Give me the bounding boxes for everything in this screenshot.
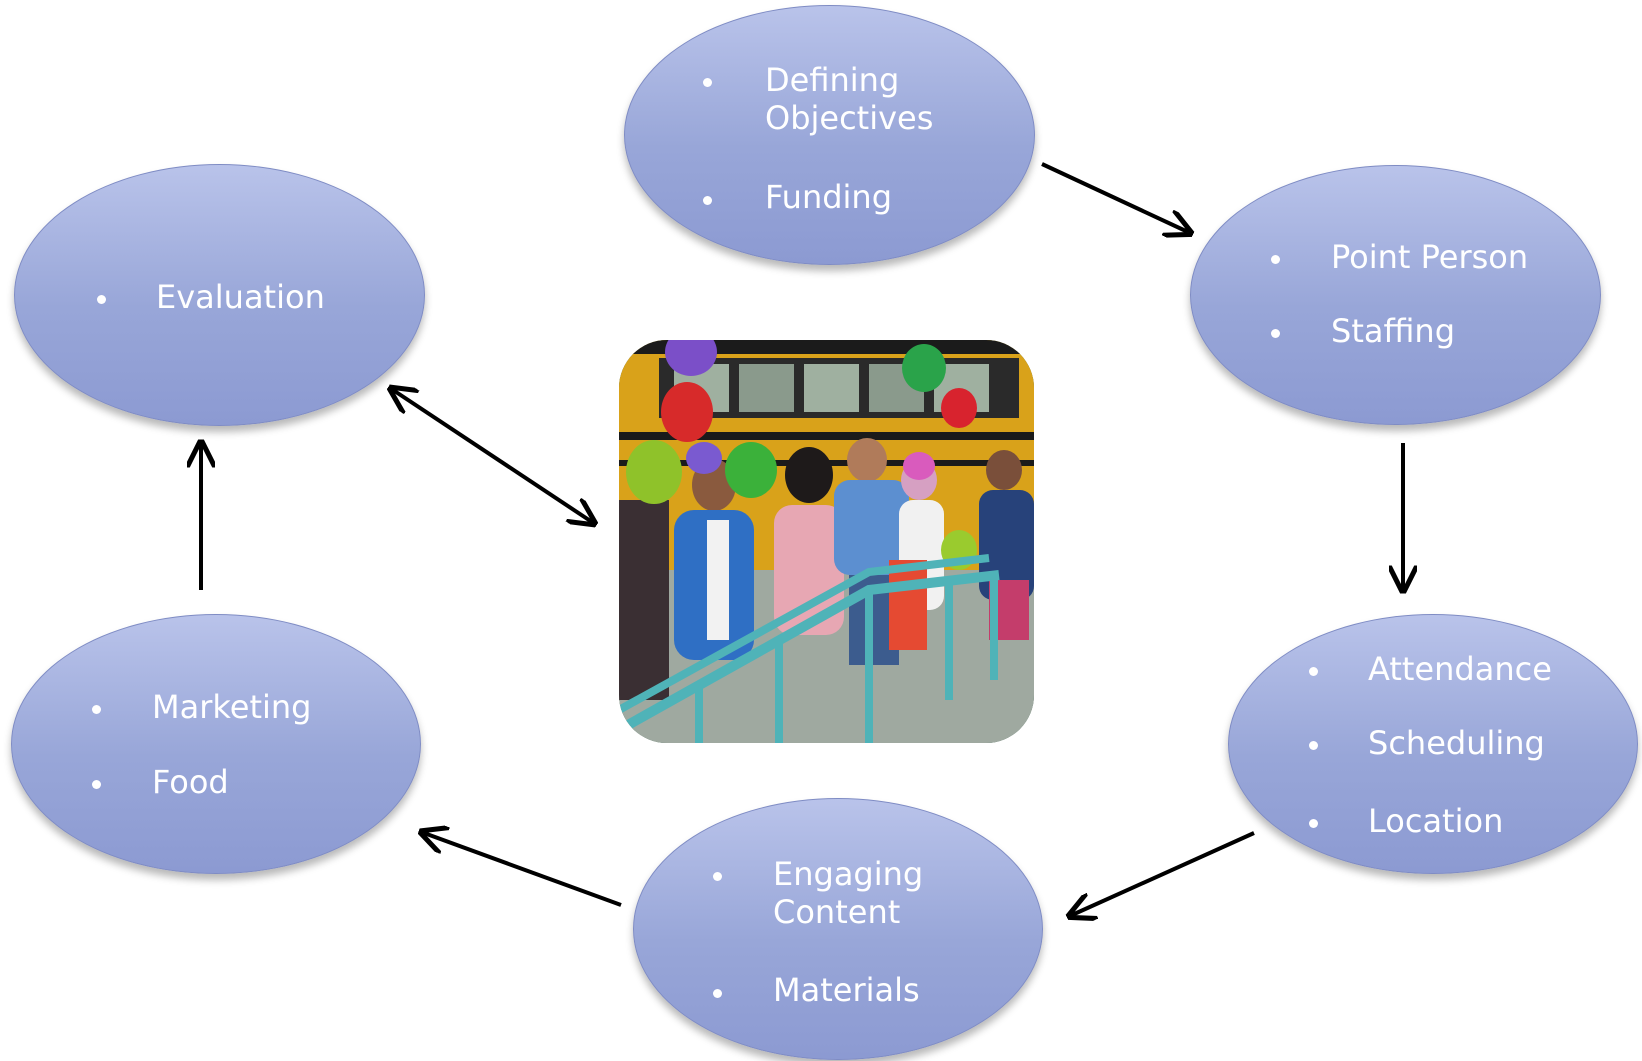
bullet-icon — [703, 196, 712, 205]
arrow-evaluation-photo-bidirectional — [393, 390, 592, 522]
arrow-content-to-promotion — [424, 833, 622, 907]
node-content: Engaging Content Materials — [633, 798, 1043, 1060]
bullet-icon — [1309, 741, 1318, 750]
item-engaging-content: Engaging Content — [773, 855, 924, 931]
bullet-icon — [1309, 819, 1318, 828]
item-materials: Materials — [773, 971, 920, 1009]
bullet-icon — [1309, 667, 1318, 676]
bullet-icon — [703, 78, 712, 87]
item-evaluation: Evaluation — [156, 278, 325, 316]
node-promotion: Marketing Food — [11, 614, 421, 874]
node-staffing: Point Person Staffing — [1190, 165, 1601, 425]
item-funding: Funding — [765, 178, 893, 216]
item-location: Location — [1368, 802, 1504, 840]
center-photo — [619, 340, 1034, 743]
arrow-objectives-to-staffing — [1041, 162, 1188, 232]
item-attendance: Attendance — [1368, 650, 1552, 688]
arrow-logistics-to-content — [1072, 831, 1255, 915]
item-scheduling: Scheduling — [1368, 724, 1545, 762]
item-food: Food — [152, 763, 229, 801]
bullet-icon — [97, 295, 106, 304]
bullet-icon — [713, 989, 722, 998]
item-defining-objectives: Defining Objectives — [765, 61, 934, 137]
item-point-person: Point Person — [1331, 238, 1529, 276]
item-marketing: Marketing — [152, 688, 312, 726]
node-logistics: Attendance Scheduling Location — [1228, 614, 1638, 874]
node-evaluation: Evaluation — [14, 164, 425, 426]
item-staffing: Staffing — [1331, 312, 1455, 350]
photo-illustration — [619, 340, 1034, 743]
bullet-icon — [1271, 329, 1280, 338]
bullet-icon — [713, 872, 722, 881]
bullet-icon — [92, 780, 101, 789]
bullet-icon — [92, 705, 101, 714]
bullet-icon — [1271, 255, 1280, 264]
node-objectives: Defining Objectives Funding — [624, 5, 1035, 265]
